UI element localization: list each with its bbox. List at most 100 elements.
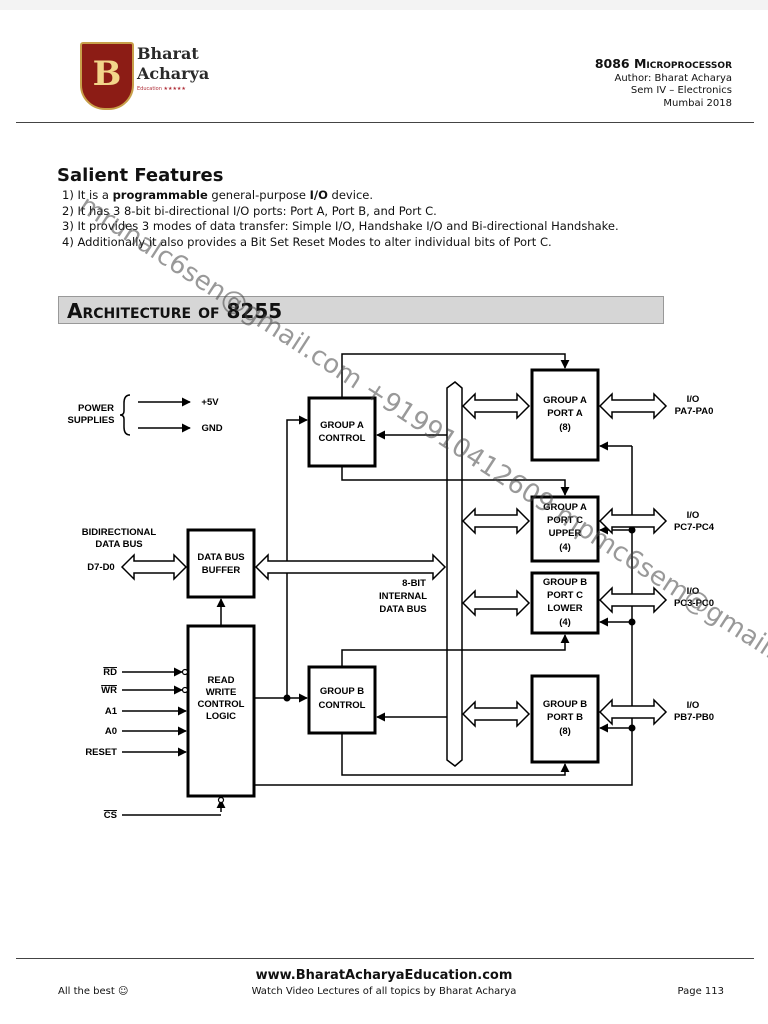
internal-bus-label-3: DATA BUS [379, 604, 426, 615]
feature-bold-text: I/O [309, 188, 328, 202]
rd-inversion-bubble [181, 668, 189, 676]
feature-item: 4) Additionally it also provides a Bit S… [62, 235, 619, 251]
pa-label: PA7-PA0 [675, 406, 714, 417]
plus5v-label: +5V [201, 397, 219, 408]
pcl-label-3: LOWER [547, 603, 582, 614]
place-year-line: Mumbai 2018 [663, 97, 732, 109]
portb-label-2: PORT B [547, 712, 583, 723]
control-a-to-pcu-line [341, 466, 570, 496]
feature-number: 4) [62, 234, 74, 249]
a1-label: A1 [105, 706, 118, 717]
portb-label-3: (8) [559, 726, 571, 737]
pcl-io-arrow [598, 586, 668, 614]
bus-pcu-arrow [461, 507, 531, 535]
porta-label-2: PORT A [547, 408, 583, 419]
junction-dot [283, 694, 291, 702]
pcl-pin-label: PC3-PC0 [674, 598, 714, 609]
features-list: 1) It is a programmable general-purpose … [62, 188, 619, 250]
rw-label-4: LOGIC [206, 711, 236, 722]
pcu-label-3: UPPER [549, 528, 582, 539]
feature-bold-text: programmable [112, 188, 208, 202]
author-line: Author: Bharat Acharya [614, 72, 733, 84]
feature-number: 2) [62, 203, 74, 218]
rd-label: RD [103, 667, 117, 678]
pcl-label-4: (4) [559, 617, 571, 628]
feature-item: 2) It has 3 8-bit bi-directional I/O por… [62, 204, 619, 220]
rw-label-2: WRITE [206, 687, 237, 698]
cs-inversion-bubble [217, 796, 225, 804]
internal-bus-shape [446, 381, 463, 767]
port-c-upper-block [530, 495, 600, 563]
gnd-label: GND [201, 423, 222, 434]
feature-item: 3) It provides 3 modes of data transfer:… [62, 219, 619, 235]
header-info: 8086 Microprocessor Author: Bharat Achar… [595, 57, 733, 110]
port-b-block [530, 674, 600, 764]
pcu-label-2: PORT C [547, 515, 583, 526]
porta-label-3: (8) [559, 422, 571, 433]
control-b-to-pcl-line [341, 634, 570, 667]
buffer-label-1: DATA BUS [197, 552, 244, 563]
power-label-2: SUPPLIES [68, 415, 115, 426]
rw-label-1: READ [208, 675, 235, 686]
footer-greeting: All the best ☺ [58, 986, 129, 997]
pcl-label-2: PORT C [547, 590, 583, 601]
logo-shield-icon: B [80, 42, 134, 110]
portb-io-arrow [598, 698, 668, 726]
pcu-io-arrow [598, 507, 668, 535]
page-number: Page 113 [677, 986, 724, 997]
data-bus-buffer-block [186, 528, 256, 599]
internal-data-bus-arrow [254, 553, 447, 581]
feature-text: device. [327, 188, 373, 202]
wr-label: WR [101, 685, 117, 696]
semester-line: Sem IV – Electronics [630, 85, 732, 96]
group-b-control-label-2: CONTROL [319, 700, 366, 711]
feature-text: It has 3 8-bit bi-directional I/O ports:… [77, 203, 437, 218]
footer-divider [16, 958, 754, 959]
io-label-cl: I/O [687, 586, 700, 597]
portc-feedback-line [254, 446, 633, 786]
group-a-control-block [307, 396, 377, 468]
bidir-label-1: BIDIRECTIONAL [82, 527, 157, 538]
reset-label: RESET [85, 747, 117, 758]
header-divider [16, 122, 754, 123]
external-data-bus-arrow [120, 553, 188, 581]
feature-text: Additionally it also provides a Bit Set … [77, 234, 552, 249]
port-a-block [530, 368, 600, 462]
logo-name-line2: Acharya [137, 64, 210, 83]
porta-label-1: GROUP A [543, 395, 587, 406]
salient-features-heading: Salient Features [57, 165, 224, 186]
logo-subtitle: Education ★★★★★ [137, 86, 186, 92]
rw-label-3: CONTROL [198, 699, 245, 710]
feature-number: 3) [62, 219, 74, 233]
power-label-1: POWER [78, 403, 114, 414]
feature-text: It is a [77, 188, 113, 202]
feature-text: It provides 3 modes of data transfer: Si… [77, 219, 619, 233]
control-b-to-portb-line [341, 733, 570, 776]
logo-name: Bharat Acharya [137, 44, 209, 84]
group-b-control-label-1: GROUP B [320, 686, 364, 697]
group-a-control-label-2: CONTROL [319, 433, 366, 444]
logo-name-line1: Bharat [137, 44, 199, 63]
feature-number: 1) [62, 188, 74, 202]
footer-website: www.BharatAcharyaEducation.com [255, 968, 513, 983]
internal-bus-label-1: 8-BIT [402, 578, 426, 589]
a0-label: A0 [105, 726, 117, 737]
io-label-a: I/O [687, 394, 700, 405]
wr-inversion-bubble [181, 686, 189, 694]
porta-io-arrow [598, 392, 668, 420]
io-label-b: I/O [687, 700, 700, 711]
bus-porta-arrow [461, 392, 531, 420]
pcl-label-1: GROUP B [543, 577, 587, 588]
pcu-label-4: (4) [559, 542, 571, 553]
footer-tagline: Watch Video Lectures of all topics by Bh… [251, 986, 517, 997]
control-a-to-porta-line [341, 353, 570, 398]
feature-text: general-purpose [207, 188, 310, 202]
pcu-label-1: GROUP A [543, 502, 587, 513]
bus-pcl-arrow [461, 589, 531, 617]
pcu-pin-label: PC7-PC4 [674, 522, 715, 533]
section-title: Architecture of 8255 [67, 299, 283, 323]
cs-label: CS [104, 810, 117, 821]
section-banner: Architecture of 8255 [58, 296, 664, 324]
bidir-label-2: DATA BUS [95, 539, 142, 550]
